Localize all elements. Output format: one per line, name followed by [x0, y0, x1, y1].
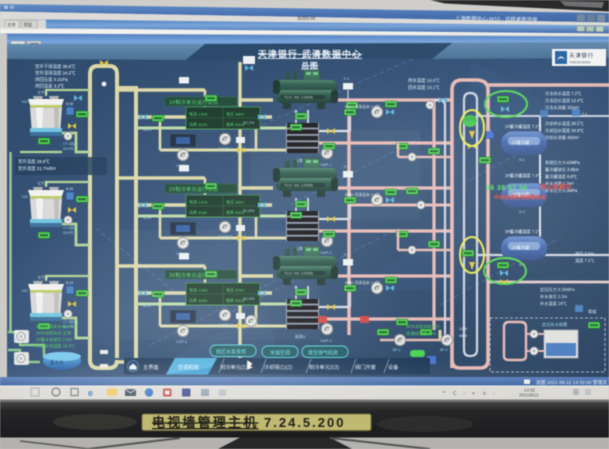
- svg-text:电视墙管理主机: 电视墙管理主机: [152, 415, 258, 430]
- svg-text:供回压差 0.21Pa: 供回压差 0.21Pa: [35, 76, 68, 83]
- svg-text:文件: 文件: [7, 22, 16, 29]
- svg-text:帮助: 帮助: [24, 22, 33, 29]
- svg-text:室外湿球温度 24.2℃: 室外湿球温度 24.2℃: [35, 70, 76, 77]
- svg-text:CT-1: CT-1: [38, 90, 48, 95]
- svg-text:室外干球温度 30.6℃: 室外干球温度 30.6℃: [35, 63, 76, 70]
- svg-text:7.24.5.200: 7.24.5.200: [264, 415, 345, 430]
- svg-text:上海数据中心-W10 - 远程桌面连接: 上海数据中心-W10 - 远程桌面连接: [455, 14, 538, 23]
- svg-text:HG: HG: [22, 99, 28, 104]
- svg-text:总控6.08: 总控6.08: [297, 15, 316, 22]
- svg-text:供回温差 3.2℃: 供回温差 3.2℃: [35, 83, 65, 90]
